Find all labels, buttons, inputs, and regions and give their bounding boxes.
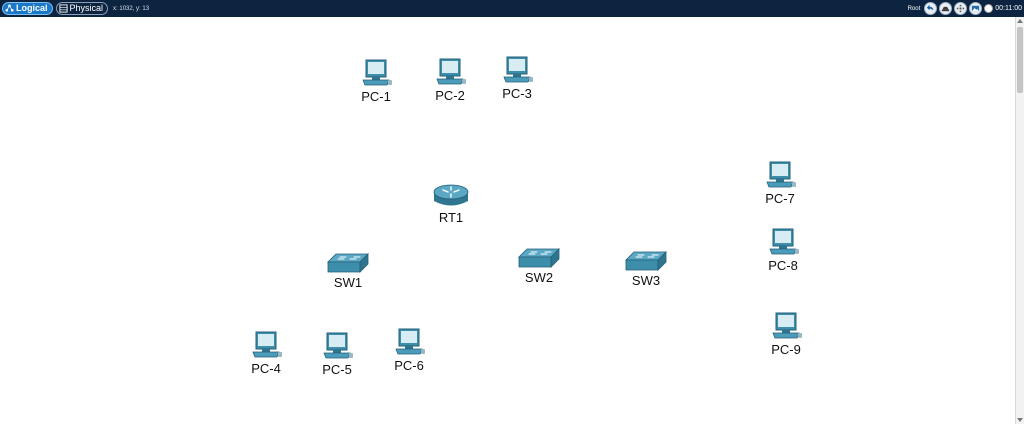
device-pc-9[interactable]: PC-9 <box>763 311 809 357</box>
pc-icon <box>503 56 533 83</box>
device-switch-sw1[interactable]: SW1 <box>323 252 373 290</box>
physical-workspace-icon <box>58 4 68 13</box>
router-icon <box>433 184 469 206</box>
device-pc-5[interactable]: PC-5 <box>314 331 360 377</box>
scrollbar-thumb[interactable] <box>1017 27 1023 93</box>
device-pc-4[interactable]: PC-4 <box>243 330 289 376</box>
pc-icon <box>772 312 802 339</box>
scroll-up-arrow-icon[interactable] <box>1017 19 1023 23</box>
pc-icon <box>362 59 392 86</box>
tab-logical-label: Logical <box>16 3 48 13</box>
navigation-icon <box>942 6 950 12</box>
workspace-toolbar: Logical Physical x: 1032, y: 13 Root 00:… <box>0 0 1024 17</box>
switch-icon <box>327 253 369 273</box>
switch-icon <box>625 251 667 271</box>
background-image-button[interactable] <box>969 2 983 15</box>
background-image-icon <box>972 5 980 12</box>
pc-icon <box>436 58 466 85</box>
logical-workspace-icon <box>5 4 14 12</box>
viewport-icon <box>956 4 965 13</box>
cursor-coordinates: x: 1032, y: 13 <box>113 5 150 12</box>
pc-icon <box>395 328 425 355</box>
navigation-button[interactable] <box>939 2 953 15</box>
viewport-button[interactable] <box>954 2 968 15</box>
device-pc-6[interactable]: PC-6 <box>386 327 432 373</box>
switch-icon <box>518 248 560 268</box>
root-label: Root <box>907 5 921 12</box>
device-switch-sw3[interactable]: SW3 <box>621 250 671 288</box>
pc-icon <box>323 332 353 359</box>
device-pc-1[interactable]: PC-1 <box>353 58 399 104</box>
device-pc-2[interactable]: PC-2 <box>427 57 473 103</box>
device-label: SW3 <box>631 273 661 288</box>
pc-icon <box>766 161 796 188</box>
workspace-tabs: Logical Physical x: 1032, y: 13 <box>2 2 149 15</box>
device-pc-8[interactable]: PC-8 <box>760 227 806 273</box>
device-label: PC-3 <box>502 86 532 101</box>
simulation-clock: 00:11:00 <box>984 4 1022 13</box>
device-label: PC-8 <box>768 258 798 273</box>
back-button[interactable] <box>924 2 938 15</box>
device-label: PC-2 <box>435 88 465 103</box>
logical-workspace-canvas[interactable]: PC-1 PC-2 PC-3 RT1 <box>0 17 1015 424</box>
device-label: PC-1 <box>361 89 391 104</box>
pc-icon <box>252 331 282 358</box>
device-label: PC-9 <box>771 342 801 357</box>
tab-logical[interactable]: Logical <box>2 2 53 15</box>
device-label: SW2 <box>524 270 554 285</box>
device-router-rt1[interactable]: RT1 <box>428 183 474 225</box>
device-label: PC-4 <box>251 361 281 376</box>
device-pc-7[interactable]: PC-7 <box>757 160 803 206</box>
device-label: PC-7 <box>765 191 795 206</box>
clock-time: 00:11:00 <box>995 5 1022 12</box>
clock-icon <box>984 4 994 13</box>
toolbar-tools: Root 00:11:00 <box>908 2 1022 15</box>
scroll-down-arrow-icon[interactable] <box>1017 418 1023 422</box>
tab-physical-label: Physical <box>69 3 104 13</box>
device-label: SW1 <box>333 275 363 290</box>
device-switch-sw2[interactable]: SW2 <box>514 247 564 285</box>
device-label: PC-6 <box>394 358 424 373</box>
device-label: PC-5 <box>322 362 352 377</box>
back-icon <box>927 4 934 11</box>
tab-physical[interactable]: Physical <box>55 2 109 15</box>
device-pc-3[interactable]: PC-3 <box>494 55 540 101</box>
pc-icon <box>769 228 799 255</box>
vertical-scrollbar[interactable] <box>1015 17 1024 424</box>
device-label: RT1 <box>438 210 464 225</box>
